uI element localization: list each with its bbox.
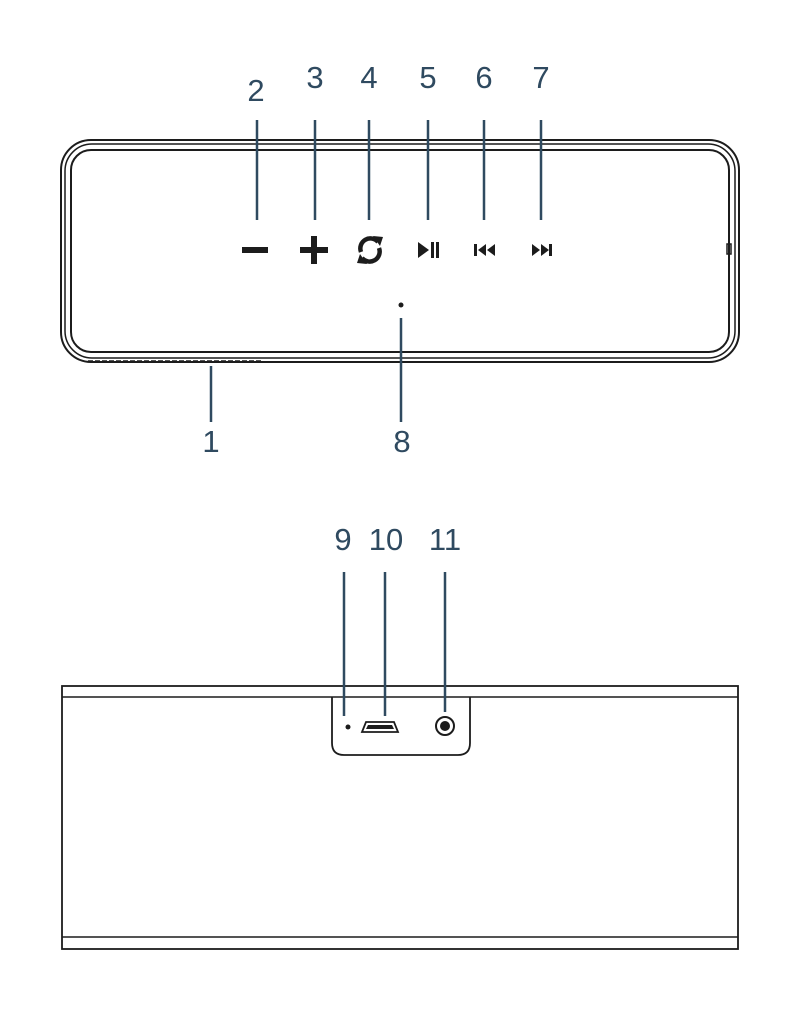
plus-icon[interactable]	[300, 236, 328, 264]
callout-10: 10	[369, 522, 403, 557]
callout-1: 1	[202, 424, 219, 459]
play-pause-icon[interactable]	[418, 242, 439, 258]
callout-11: 11	[429, 522, 461, 557]
back-view-body	[61, 685, 739, 950]
callout-2: 2	[247, 73, 264, 108]
port-panel	[331, 697, 471, 756]
previous-track-icon[interactable]	[474, 244, 495, 256]
minus-icon[interactable]	[242, 247, 268, 253]
microphone-hole-icon	[398, 302, 404, 308]
callout-5: 5	[419, 60, 436, 95]
aux-jack-icon[interactable]	[435, 716, 455, 736]
side-switch	[726, 243, 732, 255]
speaker-top-view: 2 3 4 5 6 7 1 8	[60, 60, 740, 459]
callout-6: 6	[475, 60, 492, 95]
speaker-back-view: 9 10 11	[61, 522, 739, 950]
callout-4: 4	[360, 60, 377, 95]
callout-9: 9	[334, 522, 351, 557]
callout-3: 3	[306, 60, 323, 95]
callout-8: 8	[393, 424, 410, 459]
refresh-icon[interactable]	[357, 236, 383, 264]
led-indicator-icon	[345, 724, 351, 730]
next-track-icon[interactable]	[532, 244, 552, 256]
callout-7: 7	[532, 60, 549, 95]
micro-usb-port-icon[interactable]	[360, 721, 400, 733]
